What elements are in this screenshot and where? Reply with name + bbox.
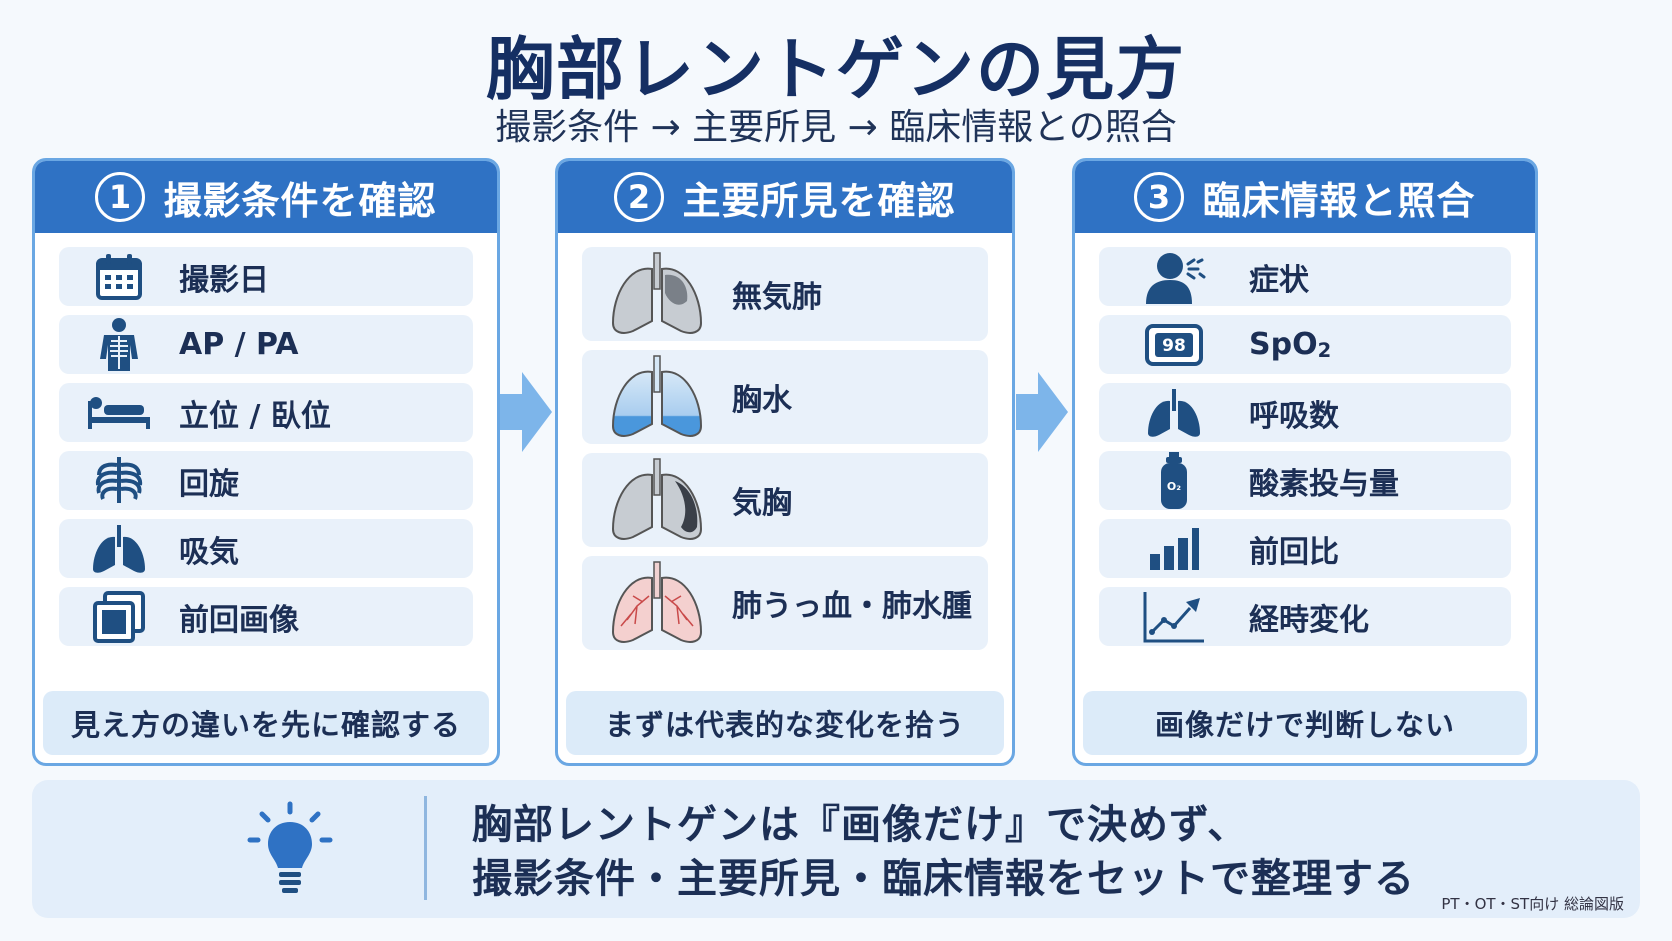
step-number: 2 (614, 172, 665, 222)
item-label: 酸素投与量 (1249, 466, 1399, 502)
panel-title: 臨床情報と照合 (1202, 178, 1476, 223)
item-label: 無気肺 (732, 280, 822, 315)
panel-header: 3 臨床情報と照合 (1075, 161, 1535, 233)
previous-image-icon (59, 590, 179, 643)
trend-line-icon (1099, 590, 1249, 644)
lightbulb-icon (242, 800, 338, 904)
panel-title: 主要所見を確認 (682, 178, 956, 223)
item-label: AP / PA (179, 327, 299, 362)
item-label: 立位 / 臥位 (179, 398, 331, 434)
list-item: 無気肺 (582, 247, 988, 341)
item-label: 吸気 (179, 534, 239, 570)
atelectasis-lung-icon (582, 251, 732, 337)
list-item: 回旋 (59, 451, 473, 510)
panel-header: 2 主要所見を確認 (558, 161, 1012, 233)
lungs-icon (1099, 387, 1249, 439)
item-label: 前回画像 (179, 602, 299, 638)
panel-clinical-info: 3 臨床情報と照合 症状 (1072, 158, 1538, 766)
item-label: 回旋 (179, 466, 239, 502)
ribcage-icon (59, 455, 179, 507)
list-item: 症状 (1099, 247, 1511, 306)
panel-footer: 見え方の違いを先に確認する (43, 691, 489, 755)
list-item: AP / PA (59, 315, 473, 374)
pleural-effusion-lung-icon (582, 354, 732, 440)
item-label: 撮影日 (179, 262, 269, 298)
coughing-person-icon (1099, 250, 1249, 304)
oxygen-cylinder-icon: O₂ (1099, 451, 1249, 511)
step-number: 3 (1134, 172, 1185, 222)
list-item: 前回画像 (59, 587, 473, 646)
panel-title: 撮影条件を確認 (163, 178, 437, 223)
panel-main-findings: 2 主要所見を確認 無気肺 (555, 158, 1015, 766)
list-item: 呼吸数 (1099, 383, 1511, 442)
item-label: SpO2 (1249, 327, 1331, 362)
item-label: 肺うっ血・肺水腫 (732, 589, 972, 624)
item-label: 呼吸数 (1249, 398, 1339, 434)
item-label: 経時変化 (1249, 602, 1369, 638)
panel-footer: 画像だけで判断しない (1083, 691, 1527, 755)
lying-patient-icon (59, 393, 179, 433)
credit-text: PT・OT・ST向け 総論図版 (1441, 895, 1624, 913)
skeleton-icon (59, 317, 179, 373)
spo2-subscript: 2 (1317, 338, 1332, 362)
item-label: 前回比 (1249, 534, 1339, 570)
lungs-icon (59, 523, 179, 575)
summary-line-1: 胸部レントゲンは『画像だけ』で決めず、 (472, 802, 1249, 848)
flow-arrow-icon (1016, 372, 1068, 456)
page-title: 胸部レントゲンの見方 (485, 31, 1186, 110)
flow-arrow-icon (500, 372, 552, 456)
summary-line-2: 撮影条件・主要所見・臨床情報をセットで整理する (472, 856, 1415, 902)
list-item: 立位 / 臥位 (59, 383, 473, 442)
page-subtitle: 撮影条件 → 主要所見 → 臨床情報との照合 (495, 107, 1177, 148)
calendar-icon (59, 252, 179, 302)
list-item: 気胸 (582, 453, 988, 547)
congestion-lung-icon (582, 560, 732, 646)
oximeter-icon: 98 (1099, 323, 1249, 366)
panel-footer: まずは代表的な変化を拾う (566, 691, 1004, 755)
panel-header: 1 撮影条件を確認 (35, 161, 497, 233)
item-label: 胸水 (732, 383, 792, 418)
list-item: 吸気 (59, 519, 473, 578)
list-item: 98 SpO2 (1099, 315, 1511, 374)
list-item: 経時変化 (1099, 587, 1511, 646)
pneumothorax-lung-icon (582, 457, 732, 543)
list-item: 前回比 (1099, 519, 1511, 578)
list-item: O₂ 酸素投与量 (1099, 451, 1511, 510)
item-label: 症状 (1249, 262, 1309, 298)
bar-chart-icon (1099, 526, 1249, 572)
summary-box: 胸部レントゲンは『画像だけ』で決めず、 撮影条件・主要所見・臨床情報をセットで整… (32, 780, 1640, 918)
item-label: 気胸 (732, 486, 792, 521)
list-item: 胸水 (582, 350, 988, 444)
step-number: 1 (95, 172, 146, 222)
panel-shooting-conditions: 1 撮影条件を確認 撮影日 (32, 158, 500, 766)
oxygen-label: O₂ (1167, 480, 1181, 493)
spo2-label: SpO (1249, 327, 1318, 362)
list-item: 肺うっ血・肺水腫 (582, 556, 988, 650)
oximeter-value: 98 (1162, 336, 1186, 356)
summary-divider (424, 796, 427, 900)
list-item: 撮影日 (59, 247, 473, 306)
